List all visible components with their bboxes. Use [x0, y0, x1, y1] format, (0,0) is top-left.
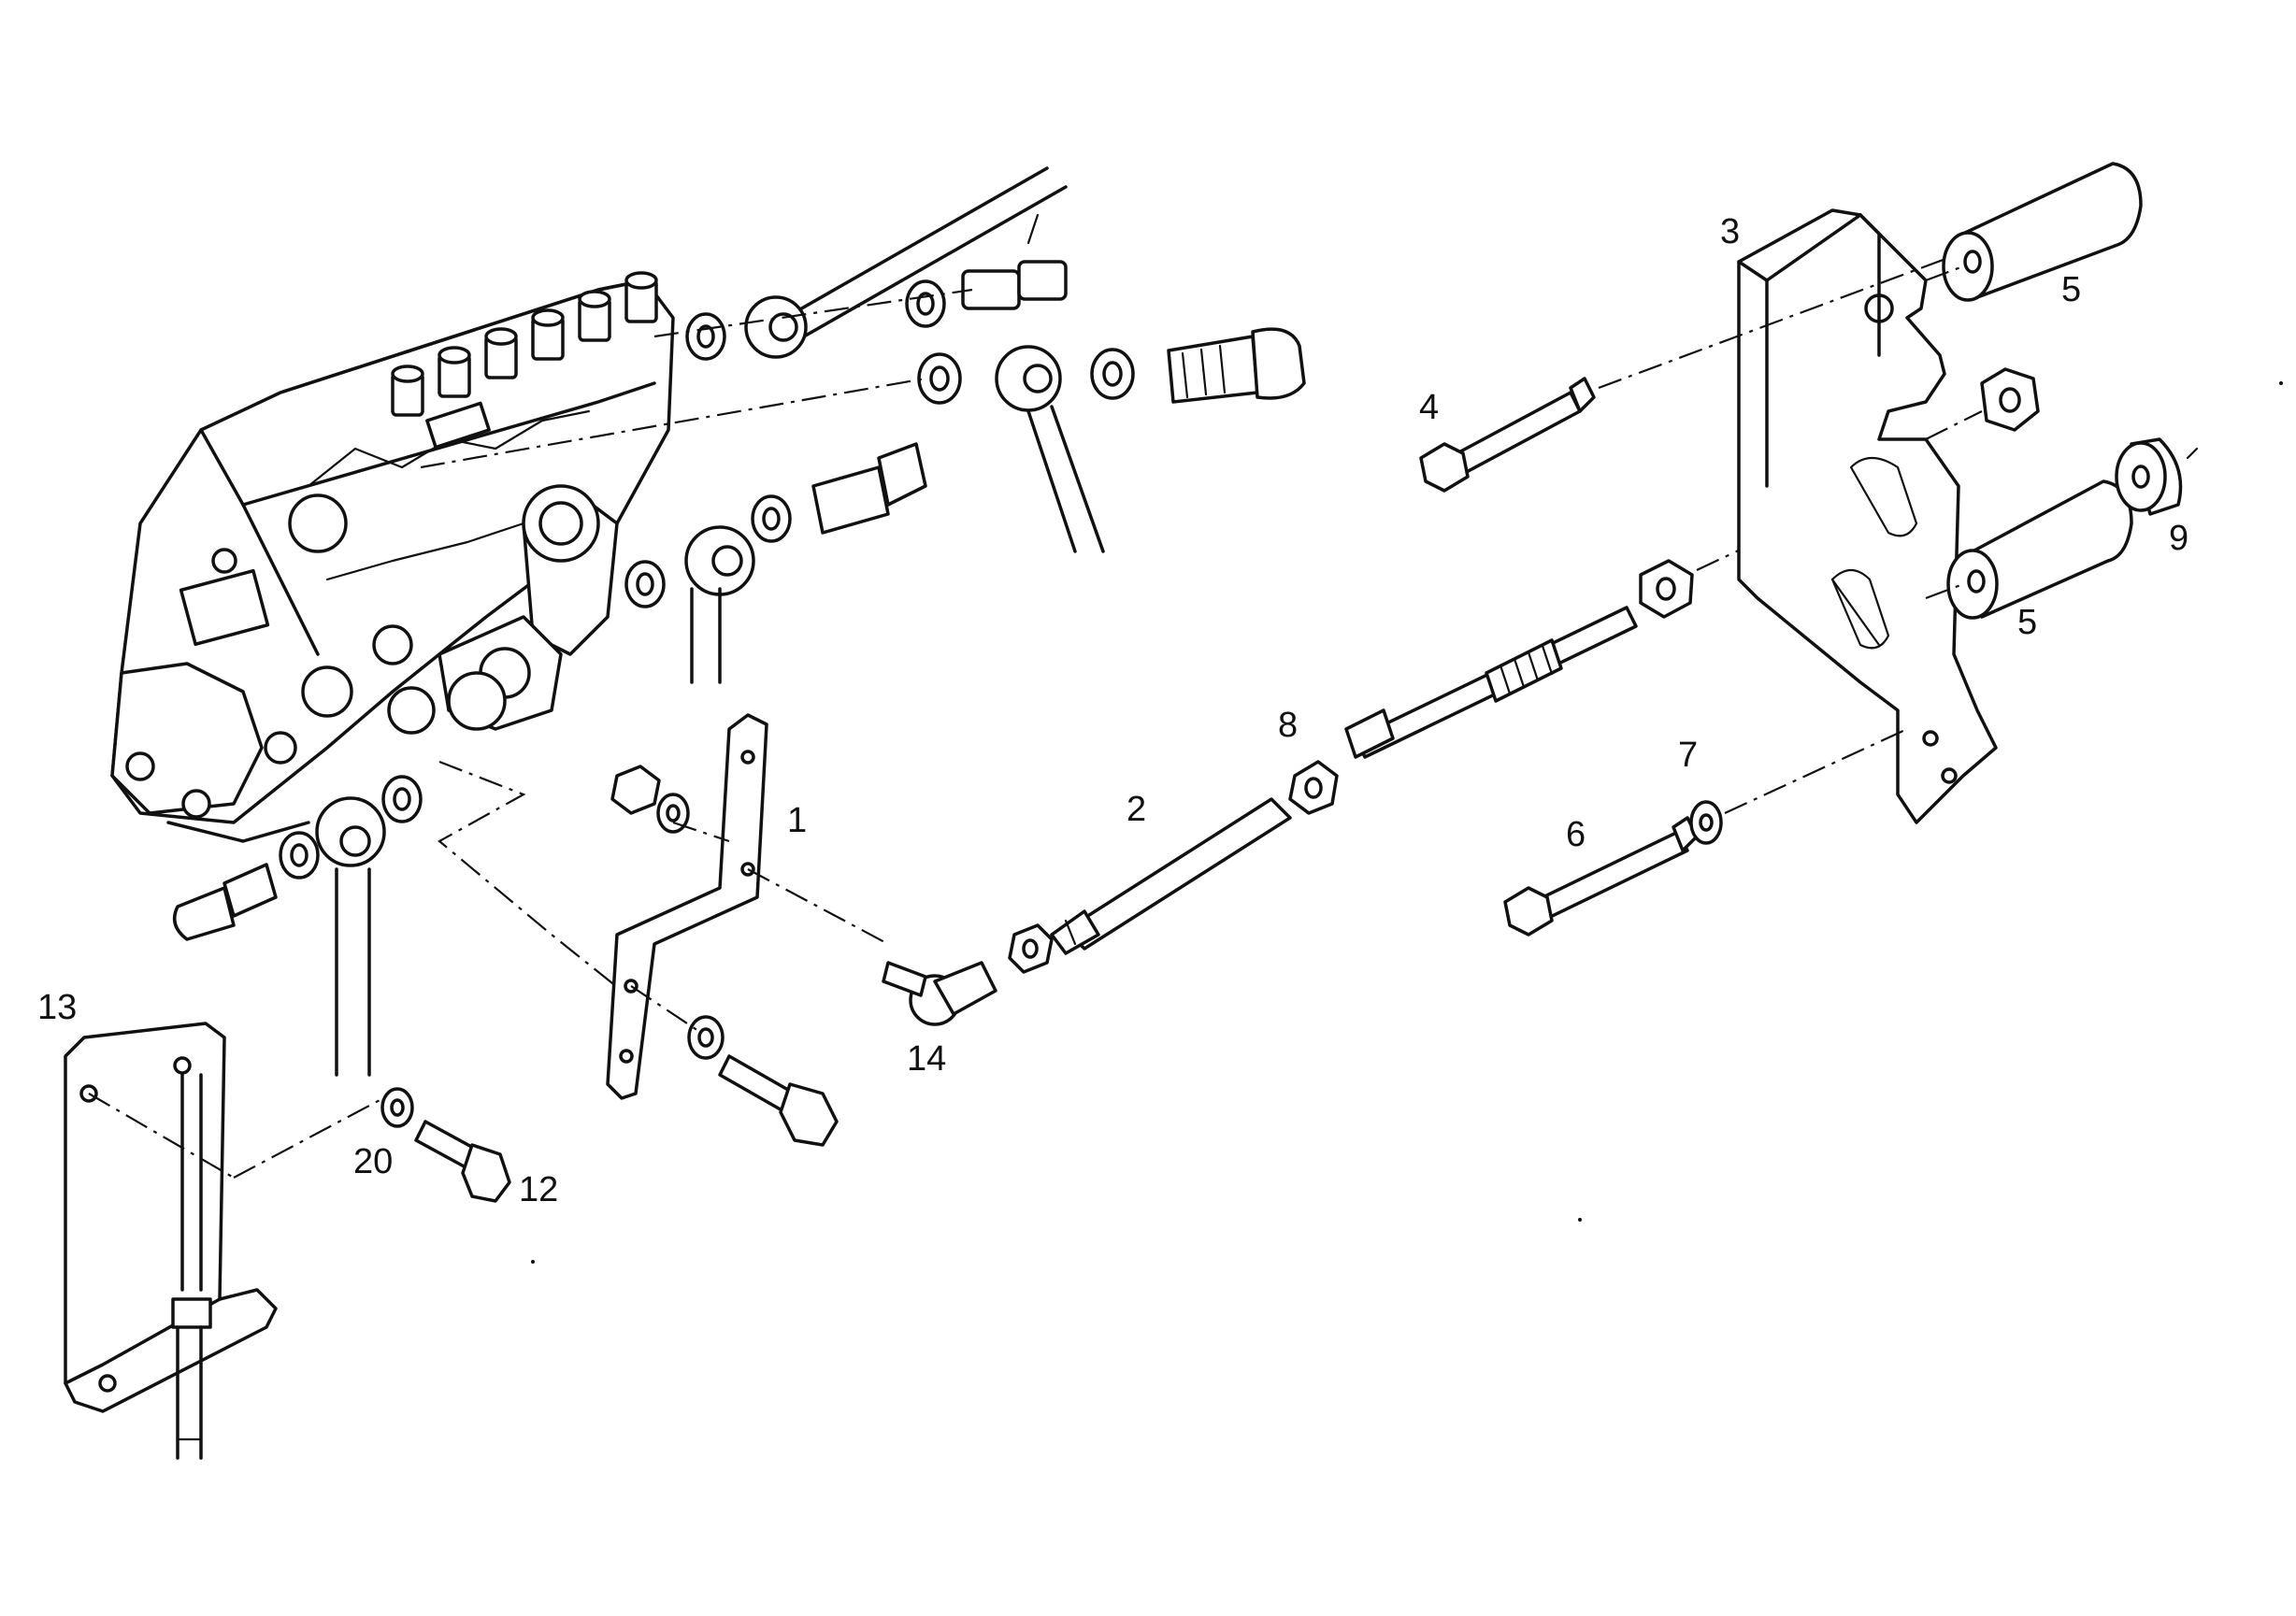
callout-8: 8: [1278, 706, 1298, 745]
callout-9: 9: [2169, 519, 2188, 558]
callout-5a: 5: [2061, 270, 2081, 309]
washer-7: [1689, 728, 1908, 845]
rod-2: [1050, 797, 1292, 955]
callout-3: 3: [1720, 212, 1740, 251]
fuel-line-bottom: [172, 760, 646, 1077]
bolt-12: [380, 1087, 511, 1203]
spacer-5-lower: [1925, 479, 2133, 620]
spacer-5-upper: [1925, 162, 2143, 302]
bolt-6: [1503, 816, 1699, 937]
callout-7: 7: [1678, 736, 1698, 775]
nut-bracket-3: [1639, 532, 1777, 619]
bracket-13: [64, 1022, 384, 1460]
callout-4: 4: [1419, 388, 1439, 427]
washer-9: [2115, 437, 2199, 516]
bolt-bracket-1: [630, 985, 839, 1147]
bracket-3: [1737, 208, 1998, 824]
callout-5b: 5: [2017, 603, 2037, 642]
injection-pump: [110, 271, 675, 843]
nut-8: [1288, 760, 1339, 815]
callout-2: 2: [1126, 790, 1146, 829]
callout-14: 14: [907, 1039, 946, 1079]
bolt-4: [1419, 250, 1964, 493]
threaded-rod: [1344, 606, 1638, 759]
callout-12: 12: [519, 1170, 558, 1209]
nut-upper-right: [1925, 367, 2040, 440]
callout-1: 1: [787, 801, 807, 840]
fuel-line-middle: [420, 327, 1306, 553]
callout-13: 13: [37, 988, 77, 1027]
callout-6: 6: [1566, 815, 1586, 854]
ball-joint-14: [882, 923, 1054, 1026]
callout-20: 20: [353, 1142, 393, 1181]
bracket-1: [606, 713, 889, 1100]
fuel-line-upper: [653, 166, 1068, 361]
fuel-line-lower: [624, 442, 927, 684]
